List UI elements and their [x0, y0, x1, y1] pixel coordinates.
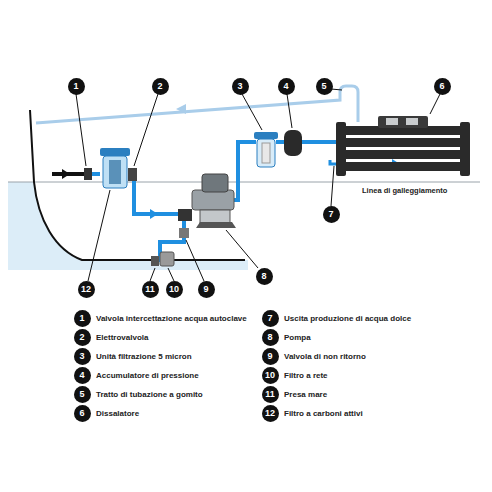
callout-number: 6	[434, 78, 451, 95]
part-name: Filtro a rete	[284, 371, 328, 380]
part-name: Valvola di non ritorno	[284, 352, 366, 361]
part-name: Pompa	[284, 333, 311, 342]
callout-number: 7	[262, 310, 279, 327]
callout-number: 2	[152, 78, 169, 95]
part-name: Unità filtrazione 5 micron	[96, 352, 192, 361]
callout-number: 7	[323, 206, 340, 223]
callout-number: 11	[142, 281, 159, 298]
part-name: Presa mare	[284, 390, 327, 399]
part-name: Uscita produzione di acqua dolce	[284, 314, 411, 323]
callout-number: 1	[68, 78, 85, 95]
callout-number: 8	[256, 268, 273, 285]
part-name: Accumulatore di pressione	[96, 371, 199, 380]
callout-number: 10	[262, 367, 279, 384]
part-name: Valvola intercettazione acqua autoclave	[96, 314, 247, 323]
callout-number: 8	[262, 329, 279, 346]
waterline-label: Linea di galleggiamento	[362, 186, 447, 195]
part-name: Filtro a carboni attivi	[284, 409, 363, 418]
callout-number: 1	[74, 310, 91, 327]
callout-number: 11	[262, 386, 279, 403]
callout-number: 3	[232, 78, 249, 95]
callout-number: 4	[74, 367, 91, 384]
callout-number: 5	[316, 78, 333, 95]
callout-number: 3	[74, 348, 91, 365]
callout-number: 12	[78, 281, 95, 298]
callout-number: 12	[262, 405, 279, 422]
callout-number: 9	[198, 281, 215, 298]
part-name: Dissalatore	[96, 409, 139, 418]
callout-number: 10	[166, 281, 183, 298]
callout-number: 9	[262, 348, 279, 365]
callout-number: 6	[74, 405, 91, 422]
callout-number: 4	[278, 78, 295, 95]
part-name: Tratto di tubazione a gomito	[96, 390, 203, 399]
callout-number: 5	[74, 386, 91, 403]
callout-number: 2	[74, 329, 91, 346]
part-name: Elettrovalvola	[96, 333, 148, 342]
